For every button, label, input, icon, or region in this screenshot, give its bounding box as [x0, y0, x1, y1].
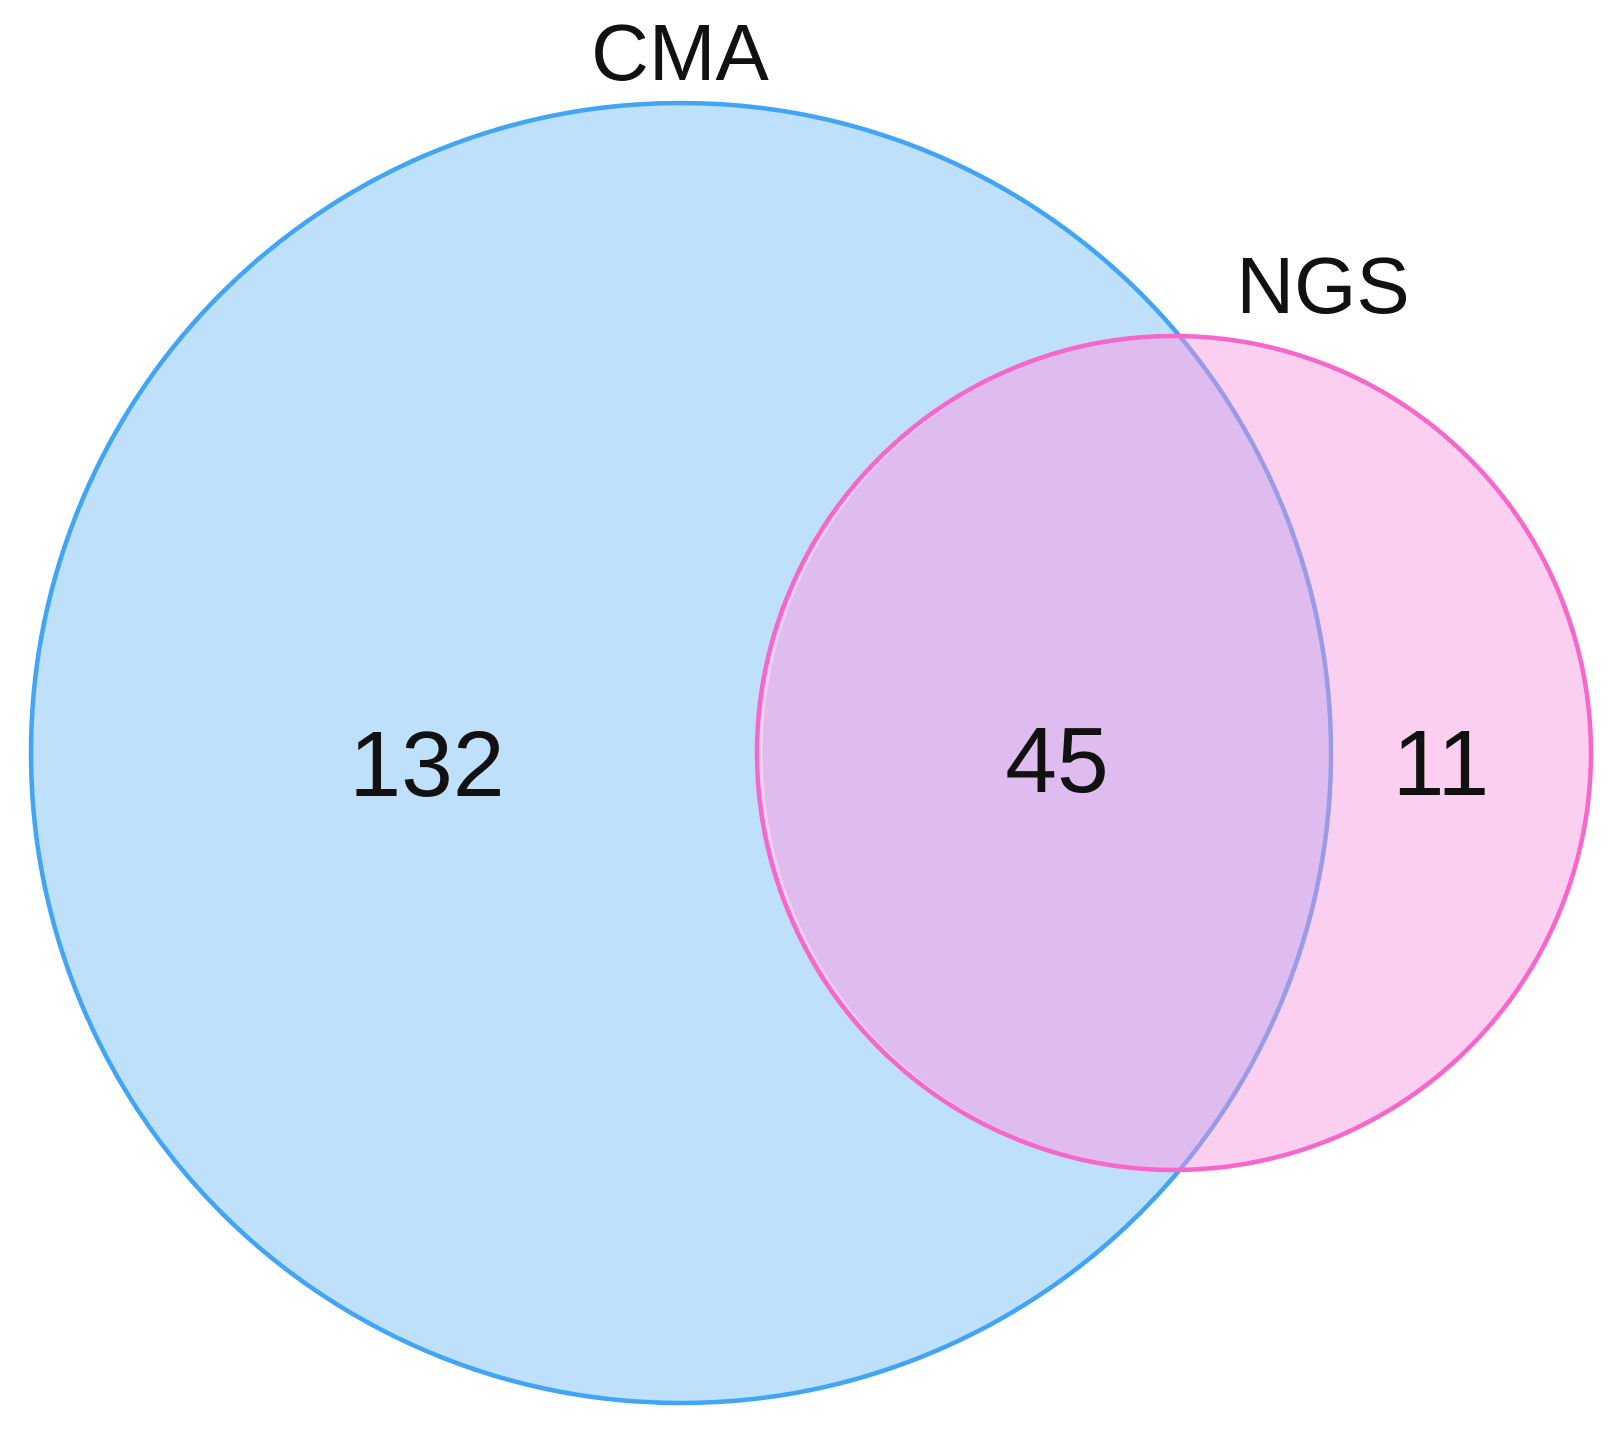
cma-arc-under-ngs [757, 336, 1334, 1170]
ngs-circle-outline [754, 333, 1594, 1173]
ngs-set-label: NGS [1236, 241, 1409, 330]
overlap-count: 45 [1005, 708, 1108, 812]
overlap-region [762, 336, 1331, 1170]
cma-set-label: CMA [591, 8, 769, 97]
cma-only-count: 132 [349, 712, 504, 816]
ngs-only-count: 11 [1393, 711, 1490, 815]
